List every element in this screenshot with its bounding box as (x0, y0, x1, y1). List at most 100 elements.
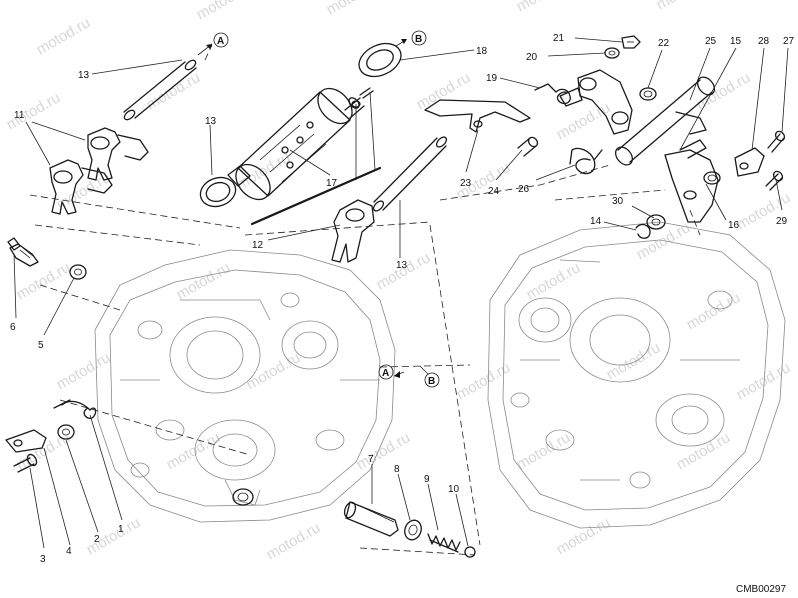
watermark-text: motod.ru (164, 429, 224, 473)
watermark-text: motod.ru (684, 289, 744, 333)
callout-6: 6 (10, 322, 16, 333)
spring-27 (569, 147, 603, 175)
callout-18: 17 (326, 178, 338, 189)
washer-2 (57, 424, 75, 440)
leader-lines (13, 37, 789, 549)
watermark-text: motod.ru (54, 349, 114, 393)
callout-21: 20 (526, 52, 538, 63)
callout-9: 9 (424, 474, 430, 485)
callout-11: 11 (14, 110, 25, 121)
bearing-19 (358, 42, 402, 78)
watermark-text: motod.ru (324, 0, 384, 18)
watermark-text: motod.ru (374, 249, 434, 293)
watermark-text: motod.ru (554, 99, 614, 143)
bracket-24 (424, 99, 531, 133)
callout-2: 2 (94, 534, 100, 545)
watermark-text: motod.ru (674, 429, 734, 473)
watermark-text: motod.ru (244, 349, 304, 393)
link-29 (734, 147, 765, 177)
watermark-text: motod.ru (174, 259, 234, 303)
assembly-guides (29, 44, 701, 556)
clip-15 (635, 223, 651, 239)
callout-29: 28 (758, 36, 770, 47)
watermark-text: motod.ru (454, 359, 514, 403)
bolt-28 (767, 130, 786, 153)
left-crankcase-half (94, 249, 396, 523)
selector-lever (559, 69, 633, 135)
watermark-text: motod.ru (354, 429, 414, 473)
watermark-text: motod.ru (194, 0, 254, 23)
watermark-text: motod.ru (554, 514, 614, 558)
callout-25: 24 (488, 186, 500, 197)
selector-drum (227, 87, 365, 201)
ref-arrows (197, 30, 440, 388)
callout-16: 15 (730, 36, 742, 47)
neutral-switch (7, 237, 39, 267)
ball-10 (464, 546, 476, 558)
washer-8 (404, 519, 422, 541)
watermark-text: motod.ru (34, 14, 94, 58)
callout-22: 21 (553, 33, 565, 44)
watermark-text: motod.ru (264, 519, 324, 563)
watermark-text: motod.ru (514, 429, 574, 473)
watermark-text: motod.ru (524, 259, 584, 303)
callout-3: 3 (40, 554, 46, 565)
watermark-text: motod.ru (654, 0, 714, 13)
shift-shaft (614, 76, 716, 166)
ref-marker-a-top: A (217, 36, 224, 47)
ref-marker-a-mid: A (382, 368, 389, 379)
right-crankcase-half (487, 221, 786, 529)
callout-5: 5 (38, 340, 44, 351)
callout-labels: 13 11 13 18 17 19 21 20 22 25 15 28 27 2… (10, 33, 795, 595)
spring-9 (427, 533, 461, 553)
bolt-3 (13, 453, 38, 473)
watermark-text: motod.ru (514, 0, 574, 15)
callout-28: 27 (783, 36, 795, 47)
callout-13-lower: 13 (396, 260, 408, 271)
callout-13-upper: 13 (78, 70, 90, 81)
washer-31 (646, 214, 666, 230)
pin-25 (517, 136, 539, 157)
shift-plate (664, 139, 721, 223)
spring-1 (53, 399, 97, 419)
callout-31: 30 (612, 196, 624, 207)
drum-pins (351, 87, 376, 180)
shift-forks-pair (49, 127, 149, 215)
callout-15: 14 (590, 216, 602, 227)
diagram-code: CMB00297 (736, 584, 786, 595)
watermark-text: motod.ru (54, 169, 114, 213)
fork-shaft-lower (372, 136, 448, 212)
shift-fork-12 (331, 199, 375, 263)
watermark-text: motod.ru (604, 339, 664, 383)
callout-1: 1 (118, 524, 124, 535)
ring-14 (199, 176, 237, 208)
callout-19: 18 (476, 46, 488, 57)
callout-8: 8 (394, 464, 400, 475)
callout-30: 29 (776, 216, 788, 227)
washer-21 (604, 47, 620, 59)
callout-27: 26 (518, 184, 530, 195)
lever-4 (5, 429, 47, 453)
fork-shaft-upper (123, 59, 197, 121)
callout-17: 16 (728, 220, 740, 231)
ref-marker-b-top: B (415, 34, 422, 45)
callout-24: 23 (460, 178, 472, 189)
bushing-23 (639, 87, 657, 101)
callout-26: 25 (705, 36, 717, 47)
bolt-30 (765, 170, 784, 191)
ref-marker-b-mid: B (428, 376, 435, 387)
callout-7: 7 (368, 454, 374, 465)
plunger-housing (343, 501, 399, 537)
callout-10: 10 (448, 484, 460, 495)
watermark-text: motod.ru (4, 89, 64, 133)
callout-14: 13 (205, 116, 217, 127)
watermark-text: motod.ru (144, 69, 204, 113)
watermark-text: motod.ru (414, 69, 474, 113)
washer-5 (69, 264, 87, 280)
callout-4: 4 (66, 546, 72, 557)
drum-axis-bar (250, 166, 382, 226)
callout-12: 12 (252, 240, 264, 251)
